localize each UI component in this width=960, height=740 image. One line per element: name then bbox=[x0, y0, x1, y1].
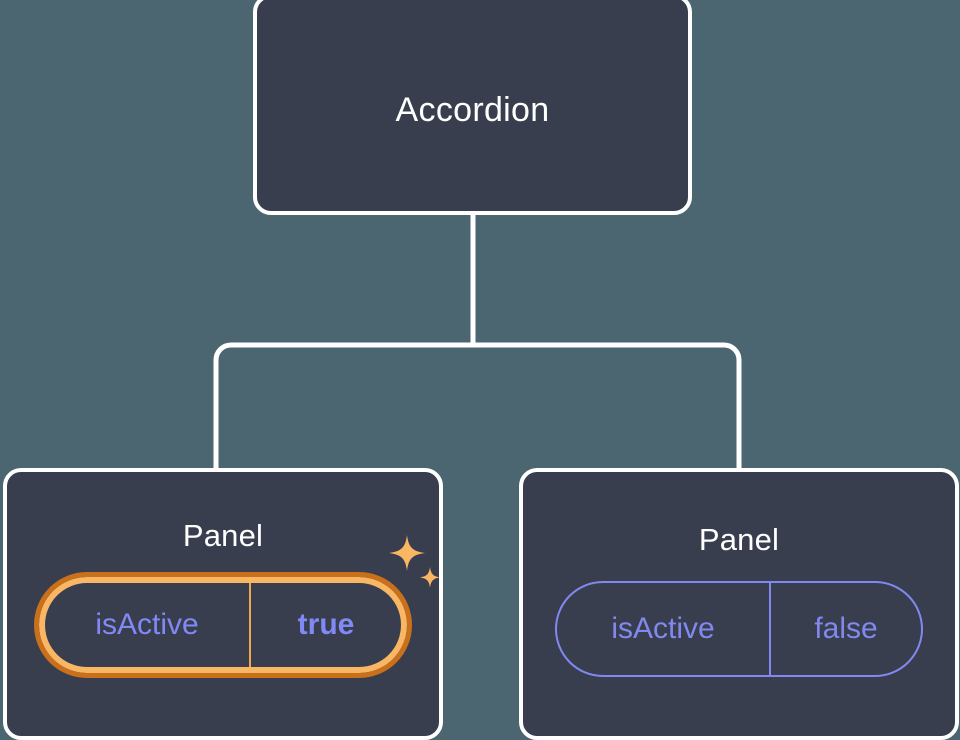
node-accordion-label: Accordion bbox=[395, 90, 550, 129]
sparkle-icons bbox=[389, 535, 441, 588]
node-panel-inactive-label: Panel bbox=[698, 522, 780, 557]
node-panel-inactive[interactable]: Panel isActive false bbox=[519, 468, 959, 740]
prop-key-isactive-false: isActive bbox=[611, 612, 715, 645]
prop-pill-active[interactable]: isActive true bbox=[34, 572, 412, 678]
prop-pill-inactive[interactable]: isActive false bbox=[555, 581, 923, 677]
prop-key-isactive-true: isActive bbox=[95, 608, 199, 641]
node-panel-active[interactable]: Panel isActive true bbox=[3, 468, 443, 740]
connector-to-right-panel bbox=[473, 342, 742, 470]
sparkle-small-icon bbox=[419, 567, 441, 588]
node-accordion[interactable]: Accordion bbox=[253, 0, 692, 215]
prop-value-false: false bbox=[769, 583, 921, 675]
connector-to-left-panel bbox=[213, 342, 473, 470]
prop-value-true: true bbox=[249, 583, 401, 667]
prop-pill-inactive-wrap: isActive false bbox=[555, 581, 923, 677]
sparkle-large-icon bbox=[389, 535, 425, 571]
prop-pill-active-wrap: isActive true bbox=[34, 535, 441, 678]
node-panel-active-label: Panel bbox=[182, 518, 264, 553]
